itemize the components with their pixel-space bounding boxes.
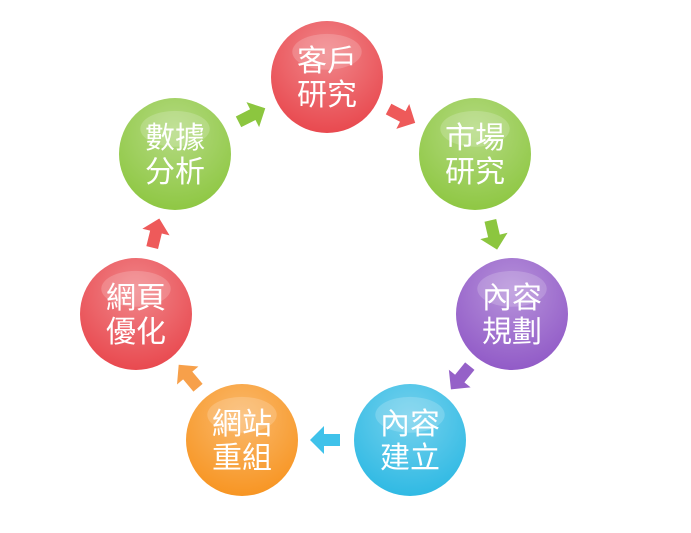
node-gloss xyxy=(207,396,277,433)
node-label-line: 客戶 xyxy=(297,44,357,79)
node-gloss xyxy=(375,396,445,433)
node-circle xyxy=(119,98,231,210)
node-gloss xyxy=(292,33,362,70)
node-gloss xyxy=(101,270,171,307)
node-label-line: 重組 xyxy=(212,441,272,476)
arrow-content-creation-to-site-restructure xyxy=(310,426,340,454)
node-label-line: 網頁 xyxy=(106,281,166,316)
node-circle xyxy=(186,384,298,496)
node-label-line: 網站 xyxy=(212,407,272,442)
arrow-content-planning-to-content-creation xyxy=(448,362,475,390)
node-circle xyxy=(271,21,383,133)
arrow-site-restructure-to-web-optimization xyxy=(176,364,203,392)
arrow-web-optimization-to-data-analysis xyxy=(142,218,170,250)
node-label-line: 市場 xyxy=(445,121,505,156)
arrows xyxy=(142,102,508,454)
node-label-line: 研究 xyxy=(445,155,505,190)
node-label-line: 分析 xyxy=(145,155,205,190)
node-label-line: 研究 xyxy=(297,78,357,113)
node-gloss xyxy=(140,110,210,147)
node-label-line: 內容 xyxy=(380,407,440,442)
arrow-customer-research-to-market-research xyxy=(385,103,416,129)
node-label-line: 數據 xyxy=(145,121,205,156)
node-circle xyxy=(456,258,568,370)
node-label-line: 規劃 xyxy=(482,315,542,350)
node-label-line: 內容 xyxy=(482,281,542,316)
node-circle xyxy=(354,384,466,496)
node-circle xyxy=(80,258,192,370)
node-gloss xyxy=(477,270,547,307)
arrow-market-research-to-content-planning xyxy=(480,219,508,250)
node-label-line: 建立 xyxy=(380,441,440,476)
node-circle xyxy=(419,98,531,210)
node-gloss xyxy=(440,110,510,147)
arrow-data-analysis-to-customer-research xyxy=(235,102,266,128)
node-label-line: 優化 xyxy=(106,315,166,350)
